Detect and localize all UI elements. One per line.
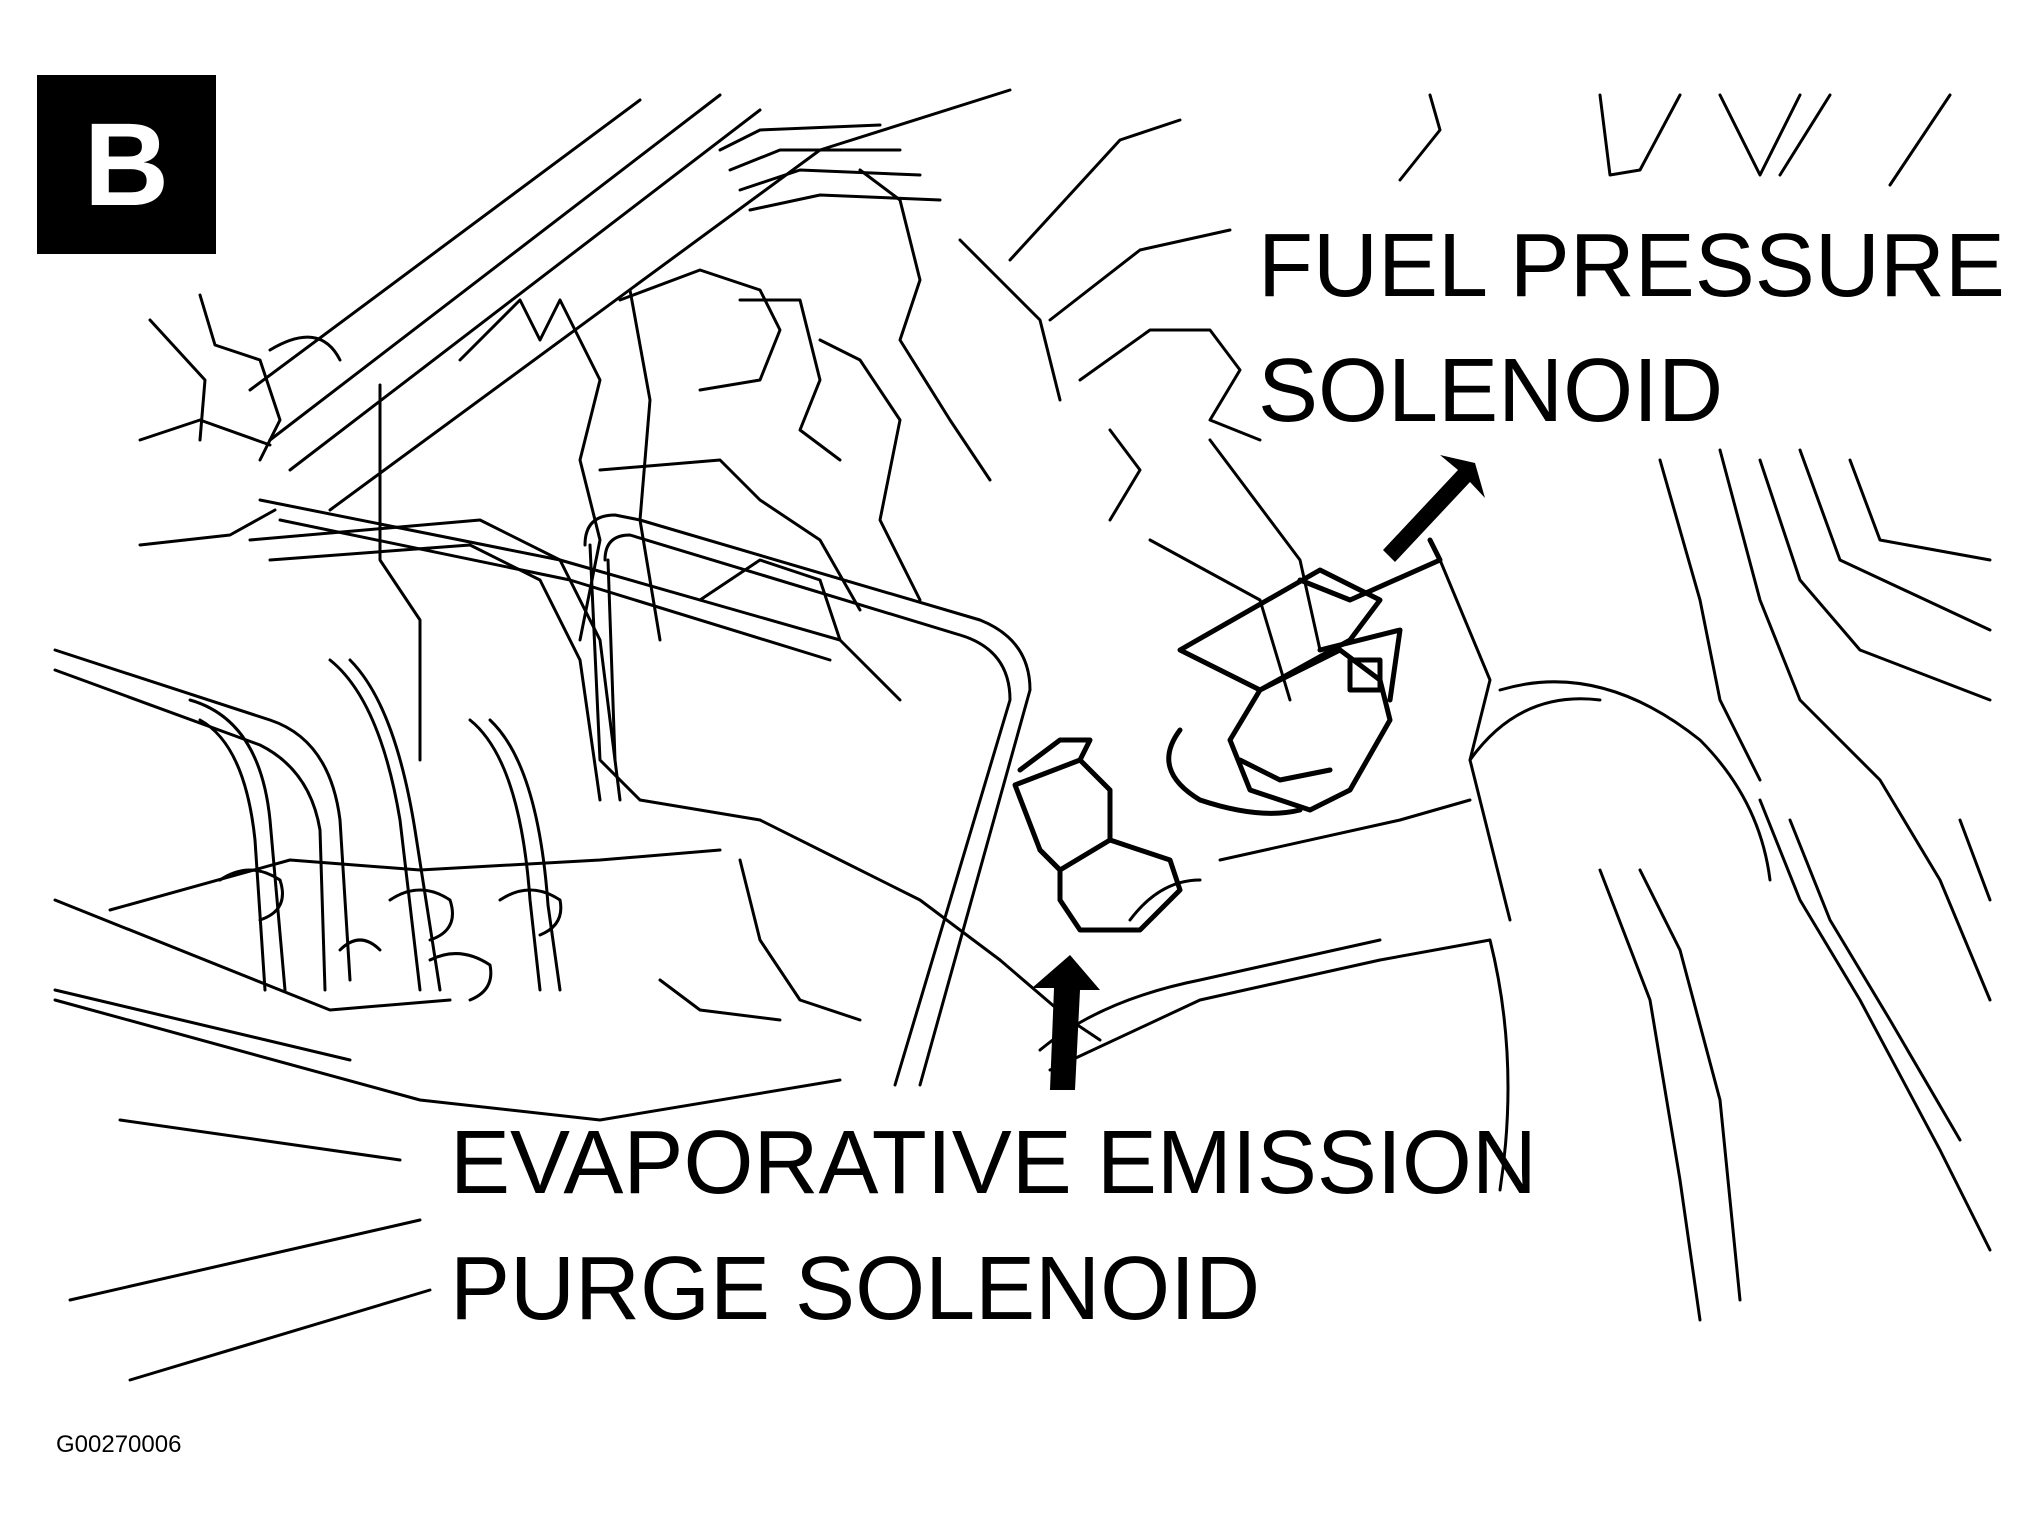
filled-arrow-icon — [1032, 455, 1485, 1090]
evap-purge-label-line-1: EVAPORATIVE EMISSION — [450, 1113, 1537, 1213]
upper-intake-lines — [138, 88, 1012, 547]
fuel-pressure-solenoid-label: FUEL PRESSURE SOLENOID — [1258, 221, 2005, 436]
fuel-pressure-label-line-2: SOLENOID — [1258, 341, 1724, 441]
right-body-panels — [1148, 93, 1992, 1322]
fuel-pressure-solenoid-body — [1166, 537, 1443, 816]
fuel-rails — [53, 498, 902, 992]
figure-code: G00270006 — [56, 1431, 182, 1458]
fuel-pressure-label-line-1: FUEL PRESSURE — [1258, 216, 2005, 316]
evap-purge-solenoid-label: EVAPORATIVE EMISSION PURGE SOLENOID — [450, 1118, 1537, 1334]
vacuum-hose-loop — [583, 513, 1032, 1087]
engine-components — [378, 118, 1262, 762]
section-badge-letter: B — [83, 98, 170, 231]
section-badge: B — [37, 75, 216, 254]
purge-solenoid-body — [1012, 737, 1183, 933]
lower-engine-lines — [53, 798, 1002, 1382]
evap-purge-label-line-2: PURGE SOLENOID — [450, 1239, 1261, 1339]
